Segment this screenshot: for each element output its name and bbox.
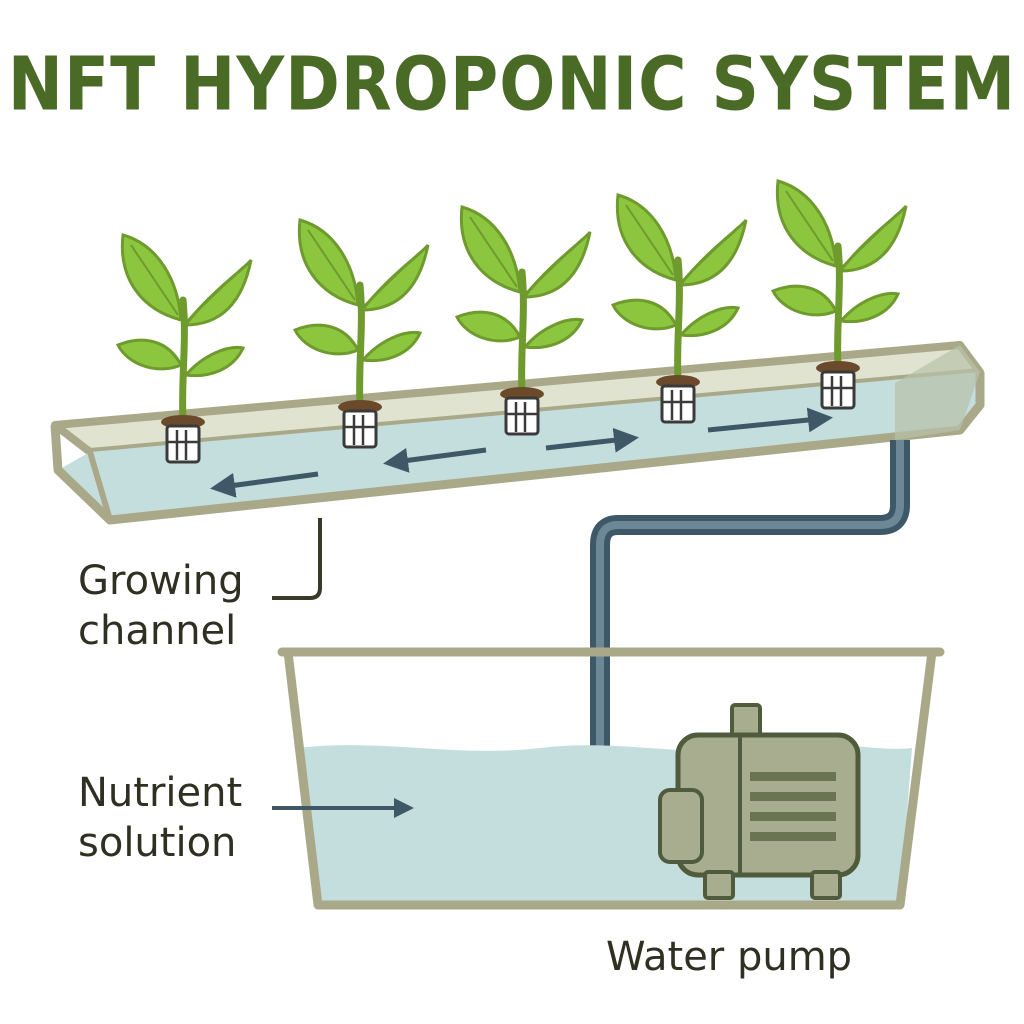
nutrient-solution-label: Nutrient solution [78, 770, 243, 866]
water-pump-label: Water pump [606, 934, 853, 980]
growing-channel-leader [272, 518, 322, 600]
flow-arrow-icon [210, 471, 319, 498]
water-pump-icon [658, 703, 861, 900]
flow-arrow-icon [545, 427, 639, 453]
flow-arrow-icon [383, 447, 487, 473]
growing-channel-label: Growing channel [78, 558, 244, 654]
flow-arrow-icon [707, 407, 833, 433]
diagram-title: NFT HYDROPONIC SYSTEM [7, 41, 1017, 128]
